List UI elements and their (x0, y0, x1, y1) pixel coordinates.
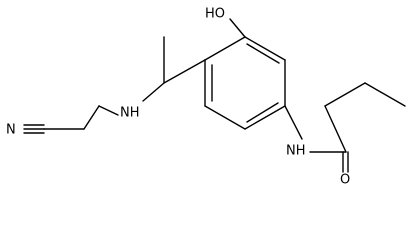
ring-double-bond-inner-2 (246, 102, 279, 123)
bond-ring-hydroxyl (229, 18, 246, 38)
bond-carbonyl-ch2 (324, 105, 347, 153)
bond-ring-ch (163, 59, 206, 84)
amine-label: NH (120, 106, 140, 121)
nitrile-n-label: N (6, 123, 16, 138)
carbonyl-o-label: O (340, 173, 350, 188)
ring-double-bond-inner-1 (246, 43, 280, 64)
bond-ch2-ch3 (364, 82, 406, 107)
bond-ch-amine (142, 82, 165, 102)
structure-diagram: HO NH N NH O (6, 7, 406, 188)
benzene-ring (204, 36, 286, 130)
triple-bond (23, 124, 45, 134)
hydroxyl-label: HO (205, 7, 225, 22)
ring-bond-c3-c4 (244, 105, 286, 130)
ring-bond-c4-c5 (204, 105, 246, 130)
bond-amine-ch2 (98, 105, 119, 116)
bond-ch2-ch2-chain (324, 82, 366, 107)
amide-nh-label: NH (286, 144, 306, 159)
ring-bond-c1-c2 (244, 36, 286, 61)
ring-bond-c6-c1 (204, 36, 246, 61)
bond-ch2-ch2 (83, 105, 100, 130)
bond-ring-amide-n (284, 105, 303, 140)
